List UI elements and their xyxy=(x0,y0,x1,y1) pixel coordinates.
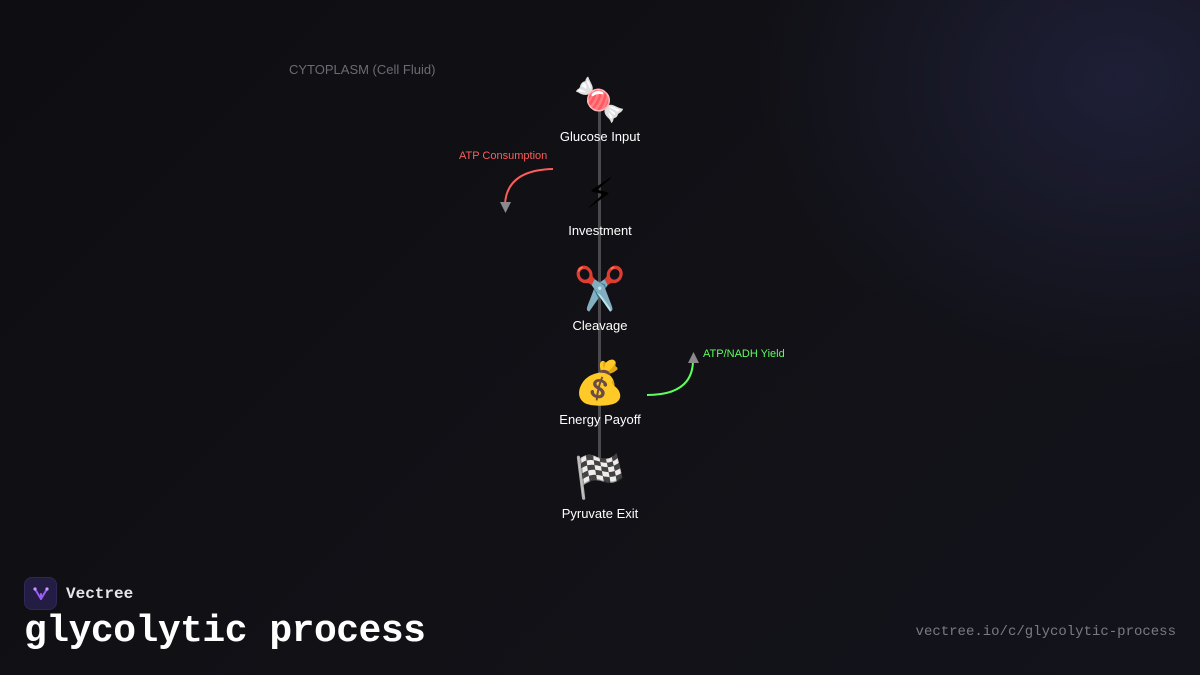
step-label: Glucose Input xyxy=(559,129,641,144)
step-label: Cleavage xyxy=(572,318,628,333)
yield-arrowhead xyxy=(688,352,699,363)
step-cleavage: ✂️ Cleavage xyxy=(540,264,660,333)
region-label: CYTOPLASM (Cell Fluid) xyxy=(289,62,436,77)
atp-consumption-label: ATP Consumption xyxy=(459,150,548,162)
step-label: Energy Payoff xyxy=(559,412,641,427)
step-label: Investment xyxy=(568,223,632,238)
atp-nadh-yield-label: ATP/NADH Yield xyxy=(703,348,785,360)
checkered-flag-icon: 🏁 xyxy=(573,452,627,501)
process-spine xyxy=(598,100,601,460)
step-glucose-input: 🍬 Glucose Input xyxy=(540,75,660,144)
scissors-icon: ✂️ xyxy=(573,264,627,313)
brand-name: Vectree xyxy=(66,584,134,603)
candy-icon: 🍬 xyxy=(573,75,627,124)
consumption-arrow-curve xyxy=(504,168,554,205)
step-pyruvate-exit: 🏁 Pyruvate Exit xyxy=(540,452,660,521)
step-investment: ⚡ Investment xyxy=(540,169,660,238)
consumption-arrowhead xyxy=(500,202,511,213)
page-title: glycolytic process xyxy=(24,610,426,653)
step-label: Pyruvate Exit xyxy=(561,506,639,521)
page-url[interactable]: vectree.io/c/glycolytic-process xyxy=(915,624,1176,640)
step-energy-payoff: 💰 Energy Payoff xyxy=(540,358,660,427)
vectree-logo-icon xyxy=(24,577,57,610)
lightning-icon: ⚡ xyxy=(585,169,615,218)
brand: Vectree xyxy=(24,577,133,610)
yield-arrow-curve xyxy=(646,359,694,396)
money-bag-icon: 💰 xyxy=(573,358,627,407)
